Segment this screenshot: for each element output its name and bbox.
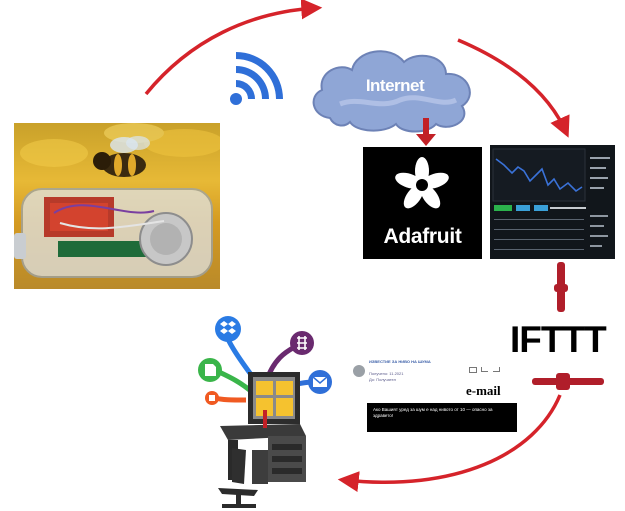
slack-icon xyxy=(290,331,314,355)
email-message: Ако Вашият уред за шум е над нивото от 1… xyxy=(367,403,517,432)
adafruit-logo: Adafruit xyxy=(363,147,482,259)
sensor-jar xyxy=(14,188,213,278)
flow-connector-ifttt-to-email xyxy=(532,373,604,390)
email-avatar xyxy=(353,365,365,377)
bee-icon xyxy=(93,136,150,177)
flow-arrow-email-to-workstation xyxy=(337,394,562,493)
email-message-text: Ако Вашият уред за шум е над нивото от 1… xyxy=(373,407,493,418)
internet-label: Internet xyxy=(365,76,425,95)
email-meta-1: Получено: 11.2021 xyxy=(369,371,404,376)
flow-arrow-internet-to-adafruit xyxy=(416,118,436,146)
email-notification: ИЗВЕСТИЕ ЗА НИВО НА ШУМА Получено: 11.20… xyxy=(353,357,521,439)
email-header: ИЗВЕСТИЕ ЗА НИВО НА ШУМА xyxy=(369,359,431,364)
adafruit-label: Adafruit xyxy=(383,225,462,248)
cloud-icon xyxy=(312,50,471,133)
email-label: e-mail xyxy=(466,383,501,398)
blogger-icon xyxy=(205,391,219,405)
adafruit-star-icon xyxy=(395,157,449,209)
ifttt-label: IFTTT xyxy=(510,319,607,360)
wifi-icon xyxy=(230,52,283,105)
email-meta-2: До: Получател xyxy=(369,377,396,382)
gmail-icon xyxy=(308,370,332,394)
dashboard-line xyxy=(495,158,583,193)
flow-arrow-internet-to-dashboard xyxy=(457,38,570,138)
email-reply-icons xyxy=(469,367,509,373)
dropbox-icon xyxy=(215,316,241,342)
sensor-photo xyxy=(14,123,220,289)
flow-connector-dashboard-to-ifttt xyxy=(554,262,568,312)
flow-arrow-sensor-to-internet xyxy=(144,0,323,96)
workstation-icon xyxy=(213,329,321,508)
adafruit-io-dashboard xyxy=(490,145,615,259)
evernote-icon xyxy=(198,358,222,382)
